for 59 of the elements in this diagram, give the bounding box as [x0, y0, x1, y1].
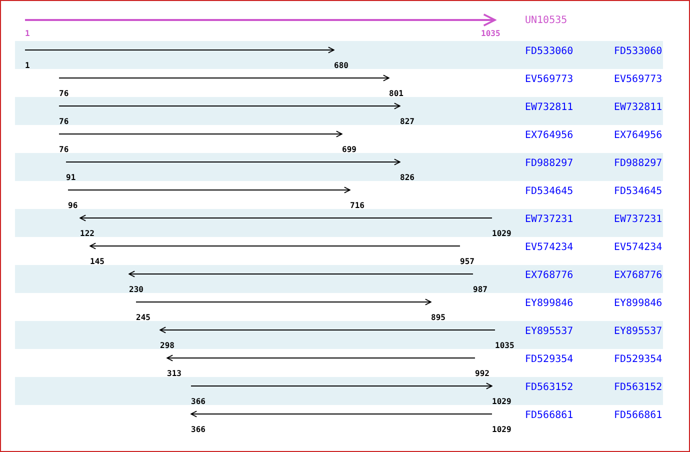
sequence-id: FD529354: [525, 354, 574, 365]
sequence-id: EV574234: [525, 242, 574, 253]
sequence-id: FD566861: [614, 410, 662, 421]
position-number: 827: [400, 117, 414, 126]
position-number: 801: [389, 89, 404, 98]
position-number: 298: [160, 341, 174, 350]
position-number: 230: [129, 285, 144, 294]
position-number: 1029: [492, 425, 512, 434]
sequence-id: FD533060: [614, 46, 662, 57]
position-number: 716: [350, 201, 364, 210]
sequence-id: EX768776: [614, 270, 662, 281]
sequence-id: EY895537: [525, 326, 574, 337]
position-number: 699: [342, 145, 356, 154]
position-number: 1035: [495, 341, 514, 350]
sequence-id: UN10535: [525, 15, 568, 26]
sequence-id: FD533060: [525, 46, 574, 57]
position-number: 987: [473, 285, 488, 294]
position-number: 826: [400, 173, 414, 182]
position-number: 122: [80, 229, 94, 238]
position-number: 1: [25, 61, 30, 70]
position-number: 1035: [481, 29, 500, 38]
position-number: 245: [136, 313, 150, 322]
position-number: 366: [191, 397, 206, 406]
sequence-id: FD566861: [525, 410, 574, 421]
sequence-id: EW737231: [525, 214, 574, 225]
position-number: 76: [59, 89, 69, 98]
position-number: 313: [167, 369, 182, 378]
position-number: 895: [431, 313, 446, 322]
sequence-id: EY899846: [614, 298, 662, 309]
sequence-id: EY895537: [614, 326, 662, 337]
sequence-id: EX764956: [614, 130, 662, 141]
sequence-id: FD529354: [614, 354, 662, 365]
sequence-id: FD563152: [525, 382, 574, 393]
position-number: 1029: [492, 397, 512, 406]
position-number: 76: [59, 145, 69, 154]
sequence-id: EV569773: [525, 74, 574, 85]
position-number: 1029: [492, 229, 512, 238]
position-number: 96: [68, 201, 78, 210]
sequence-id: EW732811: [614, 102, 662, 113]
position-number: 76: [59, 117, 69, 126]
sequence-id: EW737231: [614, 214, 662, 225]
position-number: 957: [460, 257, 474, 266]
position-number: 1: [25, 29, 30, 38]
sequence-id: FD988297: [614, 158, 662, 169]
position-number: 366: [191, 425, 206, 434]
sequence-id: FD988297: [525, 158, 574, 169]
sequence-id: EY899846: [525, 298, 574, 309]
sequence-id: EW732811: [525, 102, 574, 113]
sequence-id: EX768776: [525, 270, 574, 281]
sequence-id: EX764956: [525, 130, 574, 141]
sequence-id: FD534645: [614, 186, 662, 197]
position-number: 680: [334, 61, 348, 70]
sequence-id: EV569773: [614, 74, 662, 85]
position-number: 145: [90, 257, 104, 266]
position-number: 91: [66, 173, 76, 182]
sequence-id: FD563152: [614, 382, 662, 393]
sequence-id: FD534645: [525, 186, 574, 197]
sequence-id: EV574234: [614, 242, 662, 253]
position-number: 992: [475, 369, 490, 378]
